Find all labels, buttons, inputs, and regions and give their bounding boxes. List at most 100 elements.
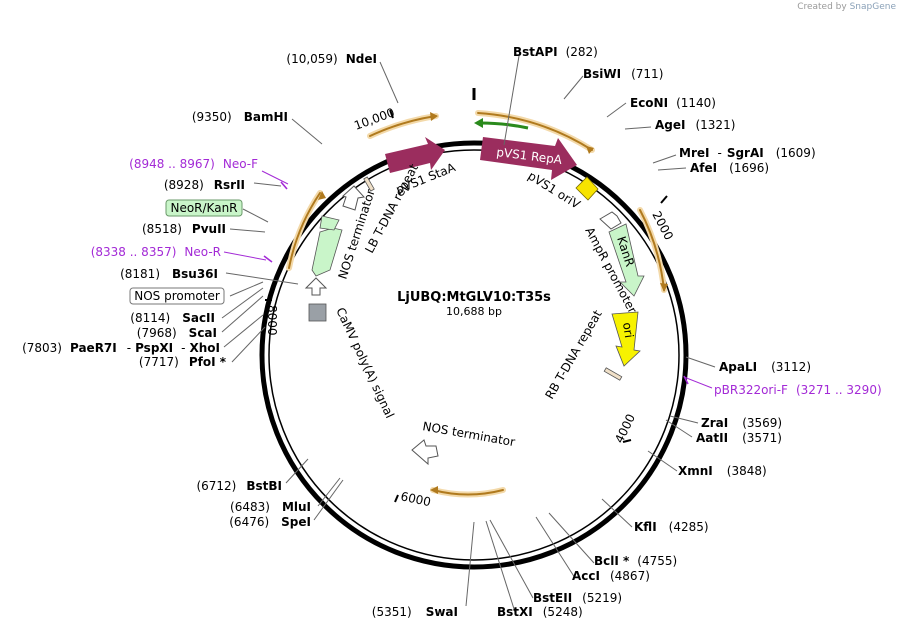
leader-BstBI [285, 458, 309, 484]
pVS1-oriV-feature [575, 176, 599, 201]
enzyme-label-BstEII: BstEII(5219) [533, 591, 622, 605]
NOS-promoter-arrow [304, 277, 328, 296]
enzyme-pos-BstEII: (5219) [582, 591, 622, 605]
orf-arc-left-line [288, 192, 321, 269]
orf-arrowhead-left [318, 191, 326, 200]
enzyme-name-ScaI: ScaI [189, 326, 217, 340]
enzyme-pos-SacII: (8114) [130, 311, 170, 325]
enzyme-pos-SwaI: (5351) [372, 605, 412, 619]
ori-feature [611, 311, 641, 367]
backbone-inner [268, 149, 680, 561]
credit-prefix: Created by [797, 2, 847, 12]
plasmid-size: 10,688 bp [446, 305, 502, 318]
enzyme-name-ApaLI: ApaLI [719, 360, 757, 374]
enzyme-label-SpeI: (6476) SpeI [229, 515, 311, 529]
primer-leader-Neo-R [223, 251, 267, 261]
enzyme-name-EcoNI: EcoNI [630, 96, 668, 110]
enzyme-name-SgrAI: SgrAI [727, 146, 764, 160]
leader-PvuII [229, 228, 266, 233]
pVS1-StaA-feature [385, 137, 445, 173]
enzyme-label-ApaLI: ApaLI(3112) [719, 360, 811, 374]
enzyme-label-EcoNI: EcoNI(1140) [630, 96, 716, 110]
enzyme-name-BstAPI: BstAPI [513, 45, 558, 59]
NOS-terminator-2-label: NOS terminator [421, 419, 516, 449]
leader-NeoR-KanR [242, 208, 269, 223]
leader-BstAPI [503, 55, 520, 146]
leader-Bsu36I [225, 272, 299, 285]
enzyme-leaders-left [221, 61, 475, 607]
ori-label: ori [620, 321, 636, 338]
enzyme-pos-BstAPI: (282) [566, 45, 598, 59]
enzyme-pos-KflI: (4285) [669, 520, 709, 534]
enzyme-label-Bsu36I: (8181)Bsu36I [120, 267, 218, 281]
enzyme-label-AccI: AccI (4867) [572, 569, 650, 583]
enzyme-name-PaeR7I: PaeR7I [70, 341, 117, 355]
enzyme-name-AatII: AatII [696, 431, 728, 445]
enzyme-pos-SpeI: (6476) [229, 515, 269, 529]
pVS1-RepA-feature [480, 137, 577, 180]
enzyme-name-PfoI: PfoI * [189, 355, 227, 369]
AmpR-promoter-feature [599, 211, 622, 230]
enzyme-pos-ZraI: (3569) [742, 416, 782, 430]
NOS-promoter-label-box [129, 287, 225, 305]
enzyme-label-SacII: (8114) SacII [130, 311, 215, 325]
enzyme-name-PspXI: PspXI [135, 341, 173, 355]
leader-EcoNI [606, 102, 627, 118]
enzyme-name-AccI: AccI [572, 569, 600, 583]
ruler-label-8000: 8000 [265, 305, 279, 336]
enzyme-name-PvuII: PvuII [192, 222, 226, 236]
enzyme-name-SacII: SacII [182, 311, 215, 325]
leader-PfoI [231, 326, 266, 363]
leader-BstEII [489, 519, 534, 599]
ruler-tick-2000 [660, 195, 668, 204]
leader-BsiWI [563, 75, 584, 100]
leader-SwaI [465, 521, 475, 607]
snapgene-credit: Created by SnapGene [797, 2, 896, 12]
primer-mark-pBR322ori-F [683, 375, 689, 385]
enzyme-label-AgeI: AgeI(1321) [655, 118, 735, 132]
enzyme-name-Bsu36I: Bsu36I [172, 267, 218, 281]
enzyme-name-SpeI: SpeI [281, 515, 311, 529]
enzyme-label-XmnI: XmnI (3848) [678, 464, 767, 478]
leader-AatII [665, 419, 693, 438]
enzyme-name-MluI: MluI [282, 500, 311, 514]
orf-arrowhead-repA [586, 146, 594, 154]
enzyme-leaders-right [485, 55, 716, 613]
leader-AgeI [624, 126, 652, 130]
enzyme-label-ZraI: ZraI(3569) [701, 416, 782, 430]
snapgene-brand: SnapGene [849, 2, 896, 12]
enzyme-label-KflI: KflI(4285) [634, 520, 709, 534]
leader-MluI [317, 477, 341, 507]
enzyme-label-NdeI: (10,059)NdeI [286, 52, 377, 66]
leader-SpeI [313, 479, 344, 521]
leader-KflI [601, 498, 633, 528]
primer-range-Neo-F: (8948 .. 8967) [129, 157, 215, 171]
enzyme-pos-AccI: (4867) [610, 569, 650, 583]
enzyme-sep-MreI: - [717, 146, 721, 160]
enzyme-label-SwaI: (5351)SwaI [372, 605, 458, 619]
primer-leader-Neo-F [261, 170, 289, 185]
enzyme-name-XmnI: XmnI [678, 464, 713, 478]
plasmid-name: LjUBQ:MtGLV10:T35s [397, 290, 551, 305]
enzyme-pos-BsiWI: (711) [631, 67, 663, 81]
ruler-label-6000: 6000 [399, 489, 432, 509]
enzyme-label-BstXI: BstXI(5248) [497, 605, 583, 619]
enzyme-pos-AgeI: (1321) [695, 118, 735, 132]
primer-name-Neo-R: Neo-R [184, 245, 221, 259]
leader-ZraI [669, 415, 699, 424]
green-small-arc [477, 121, 529, 130]
leader-ScaI [221, 295, 264, 333]
enzyme-name-BstBI: BstBI [246, 479, 282, 493]
NeoR-KanR-label-box [165, 199, 243, 217]
NOS-terminator-arrow [342, 185, 365, 211]
NOS-terminator-2-arrow [411, 439, 439, 466]
NOS-promoter-label: NOS promoter [134, 289, 220, 303]
enzyme-pos-BclI: (4755) [637, 554, 677, 568]
NeoR-KanR-label: NeoR/KanR [170, 201, 237, 215]
enzyme-pos-XmnI: (3848) [727, 464, 767, 478]
primer-mark-Neo-R [263, 255, 273, 263]
leader-BamHI [291, 118, 323, 145]
leader-BstXI [485, 520, 516, 613]
orf-arrowhead-top-left [430, 112, 438, 121]
